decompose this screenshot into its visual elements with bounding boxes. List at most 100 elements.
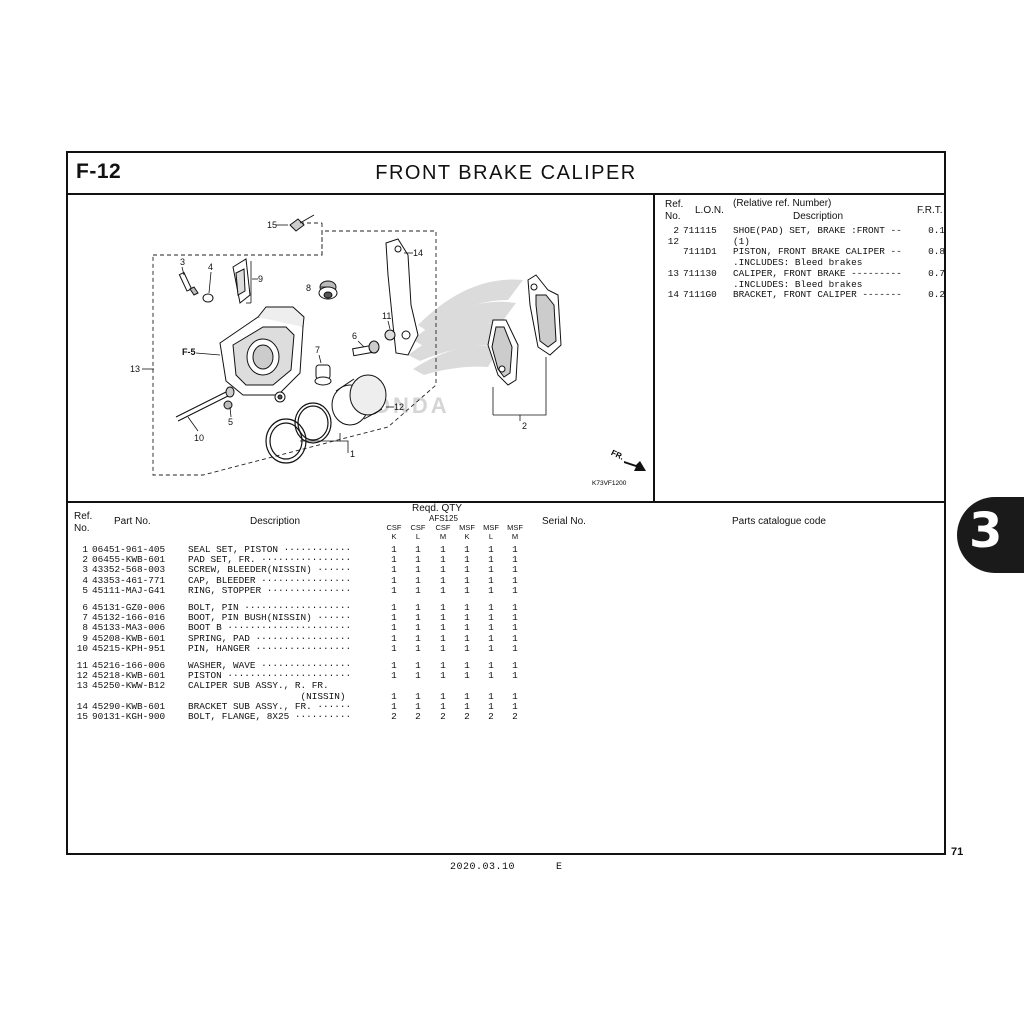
- section-code: F-12: [76, 160, 122, 183]
- qty-cell: 1: [440, 584, 446, 596]
- qty-cell: 1: [464, 690, 470, 702]
- part-number: 45290-KWB-601: [92, 700, 166, 712]
- catalogue-code-header: Parts catalogue code: [732, 516, 826, 527]
- qty-cell: 2: [464, 711, 470, 722]
- qty-cell: 1: [415, 690, 421, 702]
- lon-code: 7111D1: [683, 246, 717, 258]
- ref-description: SHOE(PAD) SET, BRAKE :FRONT --: [733, 225, 902, 236]
- qty-cell: 1: [391, 602, 397, 613]
- lon-col-header: L.O.N.: [695, 205, 724, 216]
- qty-cell: 1: [440, 554, 446, 566]
- part-description: WASHER, WAVE ················: [188, 660, 352, 671]
- lon-code: 711130: [683, 267, 717, 279]
- variant-type-header: MSF: [483, 523, 499, 532]
- qty-cell: 1: [512, 584, 518, 596]
- part-number: 06455-KWB-601: [92, 554, 166, 566]
- exploded-view-illustration: HONDA: [130, 214, 646, 487]
- ref-description: CALIPER, FRONT BRAKE ---------: [733, 267, 902, 279]
- description-header: Description: [793, 211, 844, 222]
- piston-seal-set: [265, 402, 332, 464]
- relative-ref-header: (Relative ref. Number): [733, 198, 832, 209]
- variant-color-header: L: [488, 532, 494, 541]
- assembly-outline: [152, 222, 437, 476]
- qty-cell: 1: [391, 670, 397, 682]
- variant-type-header: CSF: [435, 523, 451, 532]
- qty-cell: 1: [415, 544, 421, 555]
- qty-cell: 1: [512, 622, 518, 634]
- qty-cell: 1: [464, 670, 470, 682]
- part-description: SPRING, PAD ·················: [188, 632, 352, 644]
- qty-cell: 2: [391, 711, 397, 722]
- qty-cell: 1: [512, 544, 518, 555]
- qty-cell: 1: [415, 564, 421, 576]
- ref-number: 8: [82, 622, 88, 634]
- frt-value: 0.1: [928, 225, 945, 236]
- caliper-bracket: [385, 238, 419, 356]
- qty-cell: 1: [415, 642, 421, 654]
- variant-type-header: MSF: [507, 523, 523, 532]
- qty-cell: 1: [512, 554, 518, 566]
- qty-cell: 1: [391, 584, 397, 596]
- part-description: SCREW, BLEEDER(NISSIN) ······: [188, 564, 352, 576]
- callout-12: 12: [394, 402, 404, 412]
- qty-cell: 1: [464, 700, 470, 712]
- qty-cell: 1: [488, 622, 494, 634]
- qty-cell: 1: [512, 642, 518, 654]
- qty-cell: 1: [464, 642, 470, 654]
- qty-cell: 1: [391, 622, 397, 634]
- serial-no-header: Serial No.: [542, 516, 586, 527]
- part-description: SEAL SET, PISTON ············: [188, 544, 352, 555]
- variant-type-header: MSF: [459, 523, 475, 532]
- variant-color-header: K: [464, 532, 470, 541]
- part-description: BOLT, PIN ···················: [188, 602, 352, 613]
- leader-lines: [142, 224, 547, 453]
- ref-no: 2: [673, 225, 679, 236]
- qty-cell: 1: [440, 574, 446, 586]
- part-number: 45131-GZ0-006: [92, 602, 166, 613]
- qty-cell: 1: [464, 554, 470, 566]
- qty-cell: 1: [512, 670, 518, 682]
- part-description: BOOT, PIN BUSH(NISSIN) ······: [188, 612, 352, 624]
- qty-cell: 1: [391, 554, 397, 566]
- qty-cell: 1: [488, 642, 494, 654]
- qty-cell: 1: [391, 564, 397, 576]
- qty-cell: 1: [440, 642, 446, 654]
- ref-no: 12: [667, 235, 679, 247]
- qty-cell: 1: [488, 574, 494, 586]
- pad-spring: [232, 258, 251, 304]
- qty-cell: 1: [391, 700, 397, 712]
- qty-cell: 1: [391, 632, 397, 644]
- ref-number: 15: [76, 711, 88, 722]
- qty-cell: 1: [464, 574, 470, 586]
- qty-cell: 1: [488, 670, 494, 682]
- ref-description: BRACKET, FRONT CALIPER -------: [733, 289, 902, 301]
- qty-cell: 2: [512, 711, 518, 722]
- part-description: PAD SET, FR. ················: [188, 554, 352, 566]
- ref-description: .INCLUDES: Bleed brakes: [733, 257, 863, 269]
- pin-bolt: [352, 329, 396, 357]
- ref-number: 5: [82, 584, 88, 596]
- qty-cell: 1: [512, 660, 518, 671]
- qty-cell: 1: [512, 612, 518, 624]
- qty-cell: 1: [440, 544, 446, 555]
- qty-cell: 1: [488, 690, 494, 702]
- labor-reference-table: Ref. No. L.O.N. (Relative ref. Number) D…: [655, 195, 946, 501]
- qty-cell: 1: [488, 554, 494, 566]
- callout-5: 5: [228, 417, 233, 427]
- qty-cell: 1: [440, 670, 446, 682]
- qty-cell: 1: [488, 700, 494, 712]
- qty-cell: 1: [464, 544, 470, 555]
- qty-cell: 1: [488, 564, 494, 576]
- part-description: CALIPER SUB ASSY., R. FR.: [188, 680, 329, 692]
- part-description: BRACKET SUB ASSY., FR. ······: [188, 700, 352, 712]
- part-number: 45215-KPH-951: [92, 642, 166, 654]
- variant-color-header: M: [511, 532, 519, 541]
- callout-2: 2: [522, 421, 527, 431]
- footer-edition: E: [556, 862, 563, 873]
- hanger-pin: [175, 386, 235, 422]
- qty-cell: 1: [488, 612, 494, 624]
